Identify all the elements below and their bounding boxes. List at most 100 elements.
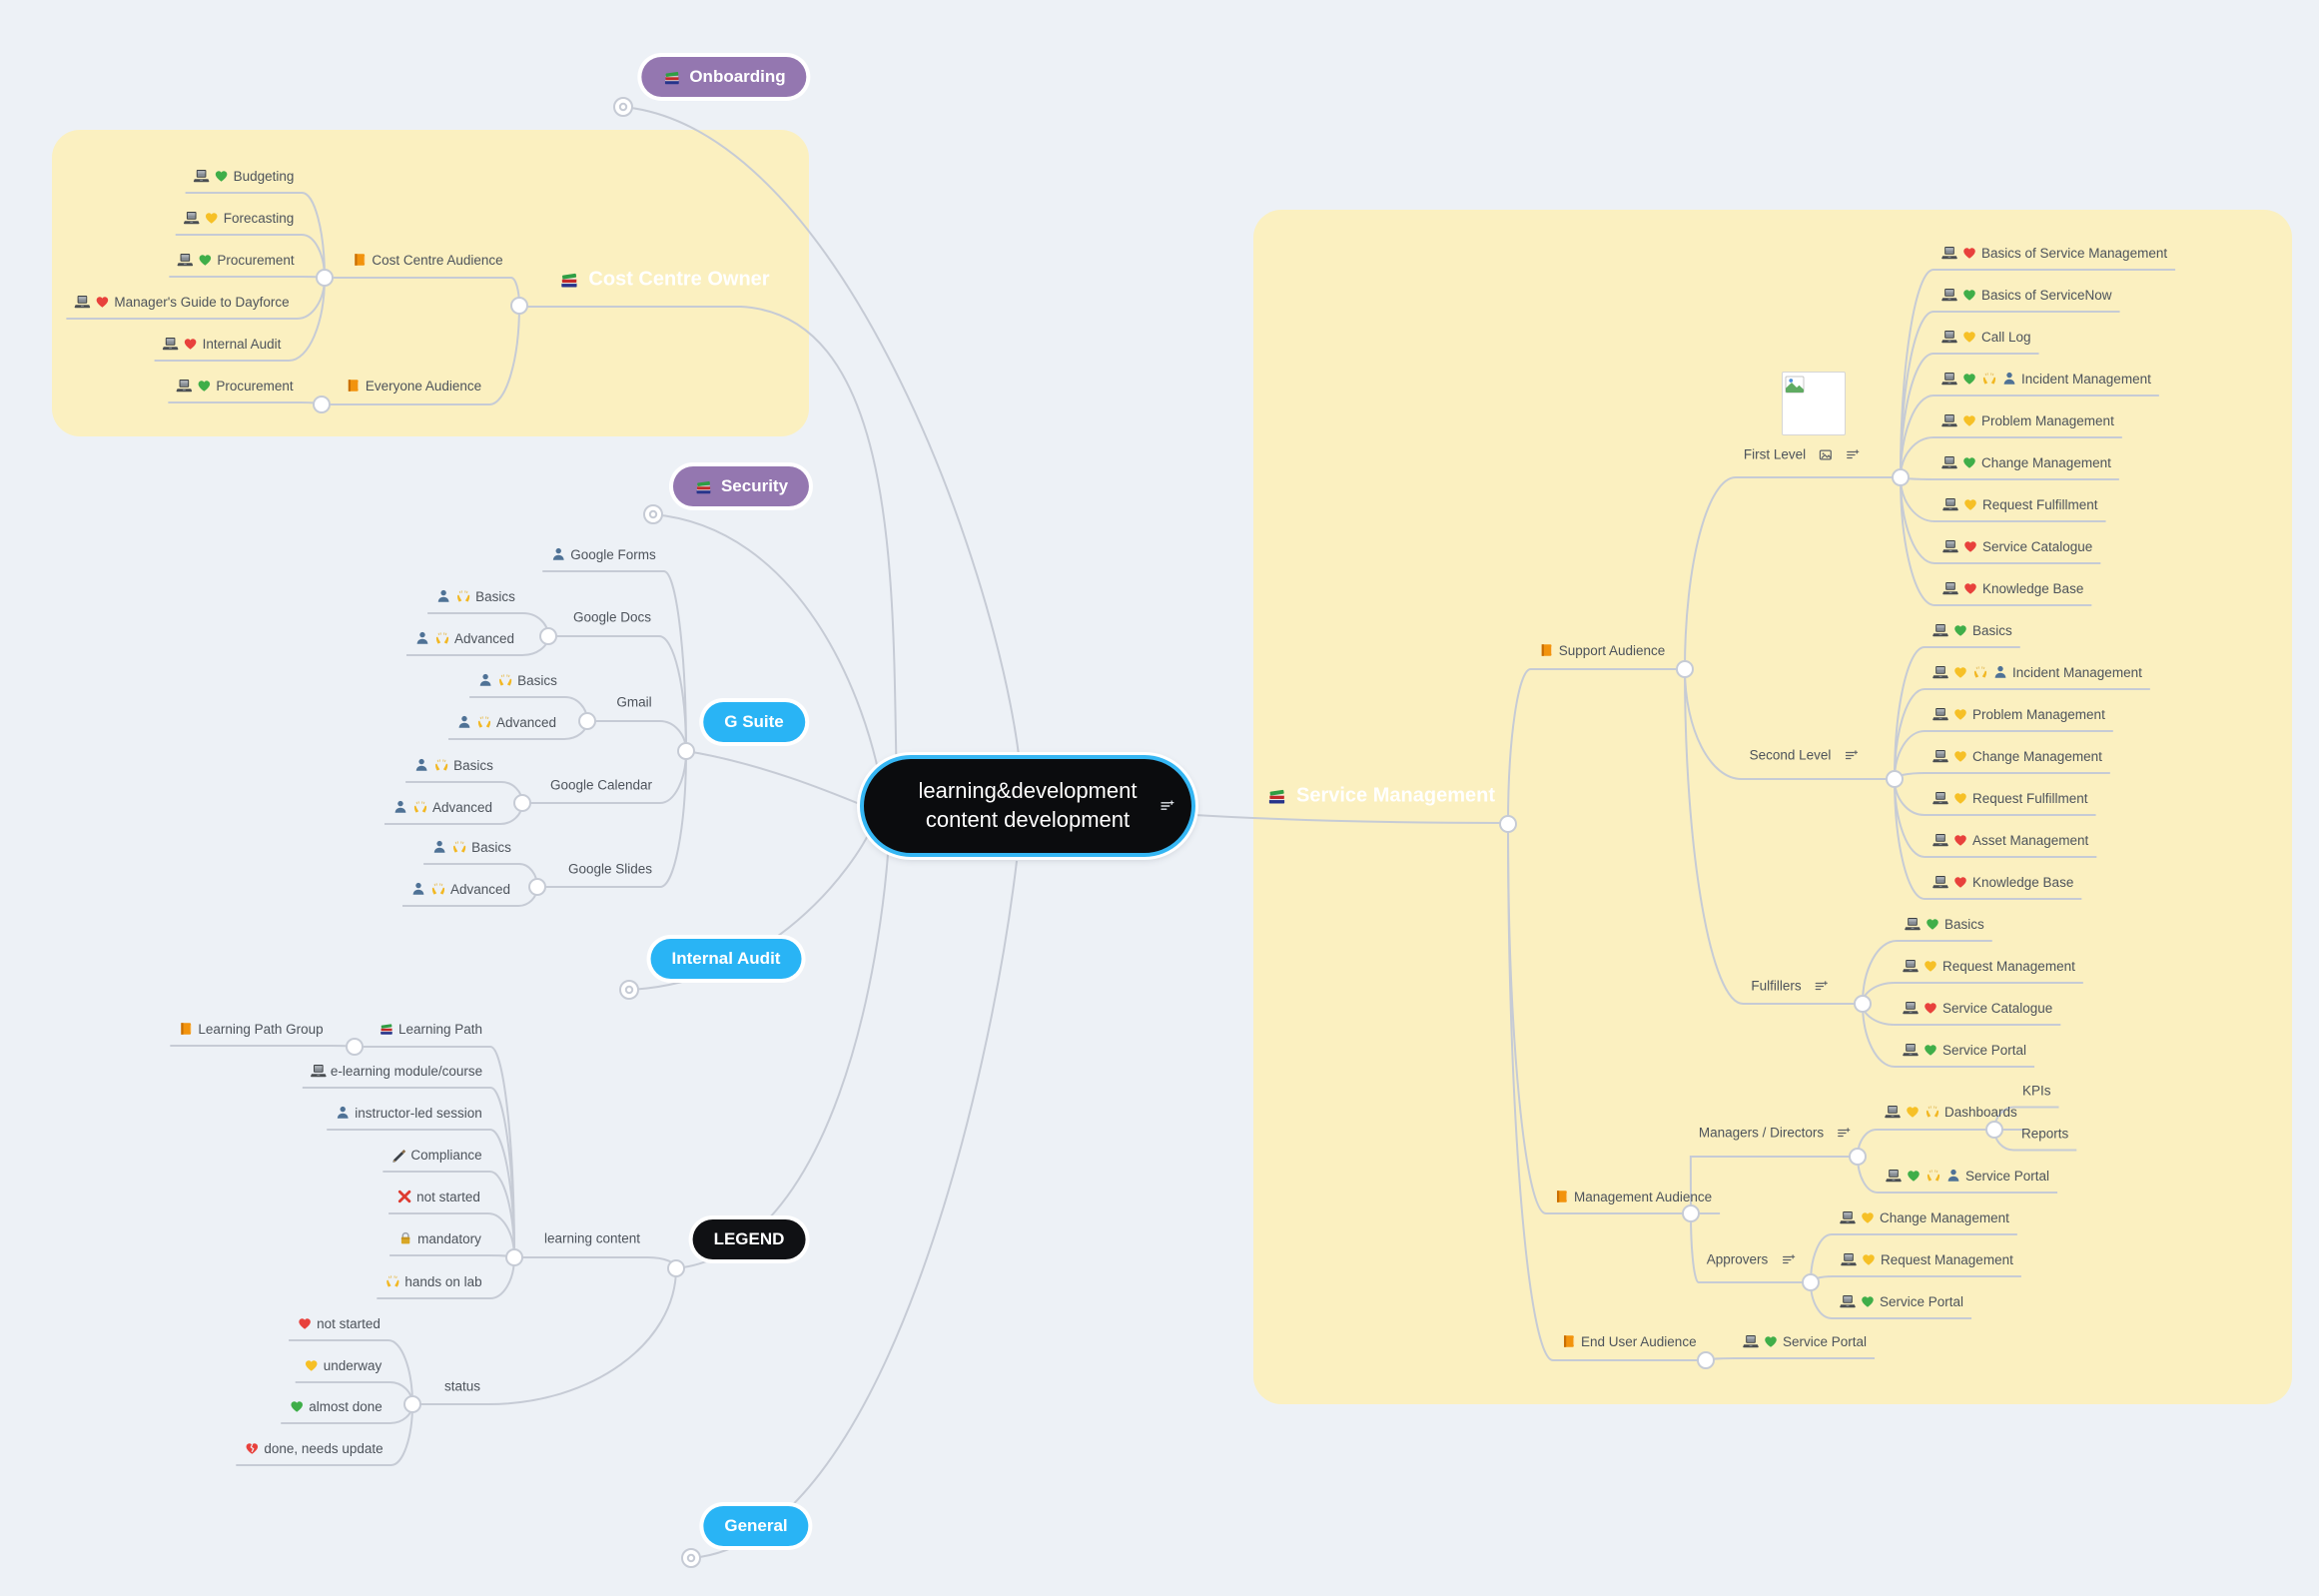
node-fl-request[interactable]: Request Fulfillment: [1942, 496, 2098, 512]
node-elearning[interactable]: e-learning module/course: [311, 1063, 482, 1079]
node-gdocs-advanced[interactable]: Advanced: [414, 630, 514, 646]
node-internal-audit[interactable]: Internal Audit: [650, 939, 802, 979]
fold-ring-dot-3[interactable]: [686, 1553, 696, 1563]
junction-gsuite[interactable]: [677, 742, 695, 760]
node-sl-problem[interactable]: Problem Management: [1932, 706, 2105, 722]
node-sl-request[interactable]: Request Fulfillment: [1932, 790, 2088, 806]
node-gcal-basics[interactable]: Basics: [413, 757, 493, 773]
image-thumbnail[interactable]: [1782, 372, 1846, 435]
node-sp-managers[interactable]: Service Portal: [1886, 1168, 2049, 1184]
node-fl-basics-snow[interactable]: Basics of ServiceNow: [1941, 287, 2112, 303]
fold-ring-2[interactable]: [619, 980, 639, 1000]
fold-ring-3[interactable]: [681, 1548, 701, 1568]
fold-ring-dot-2[interactable]: [624, 985, 634, 995]
node-cca[interactable]: Cost Centre Audience: [352, 252, 503, 268]
node-onboarding[interactable]: Onboarding: [641, 57, 807, 97]
node-forecasting[interactable]: Forecasting: [183, 210, 294, 226]
node-gslides-advanced[interactable]: Advanced: [410, 881, 510, 897]
node-fl-change[interactable]: Change Management: [1941, 454, 2111, 470]
node-gsuite[interactable]: G Suite: [703, 702, 805, 742]
fold-ring-dot-0[interactable]: [618, 102, 628, 112]
junction-google-calendar[interactable]: [513, 794, 531, 812]
node-status-not-started[interactable]: not started: [297, 1315, 381, 1331]
node-fulfillers[interactable]: Fulfillers: [1751, 979, 1829, 994]
node-fl-kb[interactable]: Knowledge Base: [1942, 580, 2083, 596]
central-topic[interactable]: learning&development content development: [860, 755, 1195, 857]
node-managers-guide[interactable]: Manager's Guide to Dayforce: [74, 294, 290, 310]
fold-ring-dot-1[interactable]: [648, 509, 658, 519]
node-general[interactable]: General: [703, 1506, 809, 1546]
node-underway[interactable]: underway: [304, 1357, 382, 1373]
node-end-user-audience[interactable]: End User Audience: [1561, 1333, 1697, 1349]
notes-add-icon[interactable]: [1781, 1252, 1795, 1266]
node-learning-path[interactable]: Learning Path: [379, 1021, 482, 1037]
node-fl-incident[interactable]: Incident Management: [1941, 371, 2151, 387]
node-ful-portal[interactable]: Service Portal: [1903, 1042, 2026, 1058]
node-everyone[interactable]: Everyone Audience: [346, 378, 481, 394]
node-fl-catalogue[interactable]: Service Catalogue: [1942, 538, 2092, 554]
node-gmail-advanced[interactable]: Advanced: [456, 714, 556, 730]
node-ful-basics[interactable]: Basics: [1905, 916, 1984, 932]
node-kpis[interactable]: KPIs: [2022, 1084, 2051, 1099]
node-done-needs-update[interactable]: done, needs update: [244, 1440, 384, 1456]
junction-google-docs[interactable]: [539, 627, 557, 645]
node-sl-incident[interactable]: Incident Management: [1932, 664, 2142, 680]
node-gdocs-basics[interactable]: Basics: [435, 588, 515, 604]
node-fl-call-log[interactable]: Call Log: [1941, 329, 2031, 345]
junction-google-slides[interactable]: [528, 878, 546, 896]
node-budgeting[interactable]: Budgeting: [193, 168, 294, 184]
node-ful-catalogue[interactable]: Service Catalogue: [1903, 1000, 2052, 1016]
junction-legend[interactable]: [667, 1259, 685, 1277]
node-managers-directors[interactable]: Managers / Directors: [1699, 1126, 1851, 1141]
notes-add-icon[interactable]: [1846, 447, 1860, 461]
node-approvers[interactable]: Approvers: [1707, 1252, 1796, 1267]
notes-add-icon[interactable]: [1815, 979, 1829, 993]
junction-status[interactable]: [403, 1395, 421, 1413]
node-compliance[interactable]: Compliance: [390, 1147, 482, 1163]
node-google-docs[interactable]: Google Docs: [573, 610, 651, 625]
node-learning-content[interactable]: learning content: [544, 1231, 640, 1246]
node-sl-asset[interactable]: Asset Management: [1932, 832, 2088, 848]
node-sm[interactable]: Service Management: [1266, 785, 1495, 808]
fold-ring-0[interactable]: [613, 97, 633, 117]
node-google-forms[interactable]: Google Forms: [550, 546, 656, 562]
notes-add-icon[interactable]: [1837, 1126, 1851, 1140]
node-mandatory[interactable]: mandatory: [397, 1230, 481, 1246]
node-support-audience[interactable]: Support Audience: [1539, 642, 1665, 658]
node-procurement-everyone[interactable]: Procurement: [176, 378, 294, 394]
node-rm-approvers[interactable]: Request Management: [1841, 1251, 2013, 1267]
node-reports[interactable]: Reports: [2021, 1127, 2068, 1142]
node-mgmt-audience[interactable]: Management Audience: [1554, 1189, 1712, 1204]
node-sp-approvers[interactable]: Service Portal: [1840, 1293, 1963, 1309]
node-fl-basics-sm[interactable]: Basics of Service Management: [1941, 245, 2167, 261]
node-almost-done[interactable]: almost done: [289, 1398, 383, 1414]
notes-add-icon[interactable]: [1160, 799, 1174, 814]
junction-gmail[interactable]: [578, 712, 596, 730]
node-first-level[interactable]: First Level: [1744, 447, 1860, 462]
image-attachment-icon[interactable]: [1819, 447, 1833, 461]
node-gcal-advanced[interactable]: Advanced: [392, 799, 492, 815]
node-google-calendar[interactable]: Google Calendar: [550, 778, 652, 793]
node-internal-audit-course[interactable]: Internal Audit: [162, 336, 281, 352]
node-status[interactable]: status: [444, 1379, 480, 1394]
node-ful-request[interactable]: Request Management: [1903, 958, 2075, 974]
fold-ring-1[interactable]: [643, 504, 663, 524]
node-instructor[interactable]: instructor-led session: [335, 1105, 482, 1121]
node-sl-kb[interactable]: Knowledge Base: [1932, 874, 2073, 890]
node-gslides-basics[interactable]: Basics: [431, 839, 511, 855]
node-gmail-basics[interactable]: Basics: [477, 672, 557, 688]
node-fl-problem[interactable]: Problem Management: [1941, 412, 2114, 428]
node-cco[interactable]: Cost Centre Owner: [558, 269, 770, 292]
node-dashboards[interactable]: Dashboards: [1885, 1104, 2017, 1120]
node-procurement-cca[interactable]: Procurement: [177, 252, 295, 268]
node-sp-enduser[interactable]: Service Portal: [1743, 1333, 1867, 1349]
junction-learning-content[interactable]: [505, 1248, 523, 1266]
node-sl-change[interactable]: Change Management: [1932, 748, 2102, 764]
node-legend[interactable]: LEGEND: [692, 1219, 806, 1259]
node-gmail[interactable]: Gmail: [616, 695, 651, 710]
node-security[interactable]: Security: [672, 466, 810, 506]
notes-add-icon[interactable]: [1844, 748, 1858, 762]
node-cm-approvers[interactable]: Change Management: [1840, 1209, 2009, 1225]
junction-learning-path[interactable]: [346, 1038, 364, 1056]
node-lc-not-started[interactable]: not started: [396, 1189, 480, 1204]
